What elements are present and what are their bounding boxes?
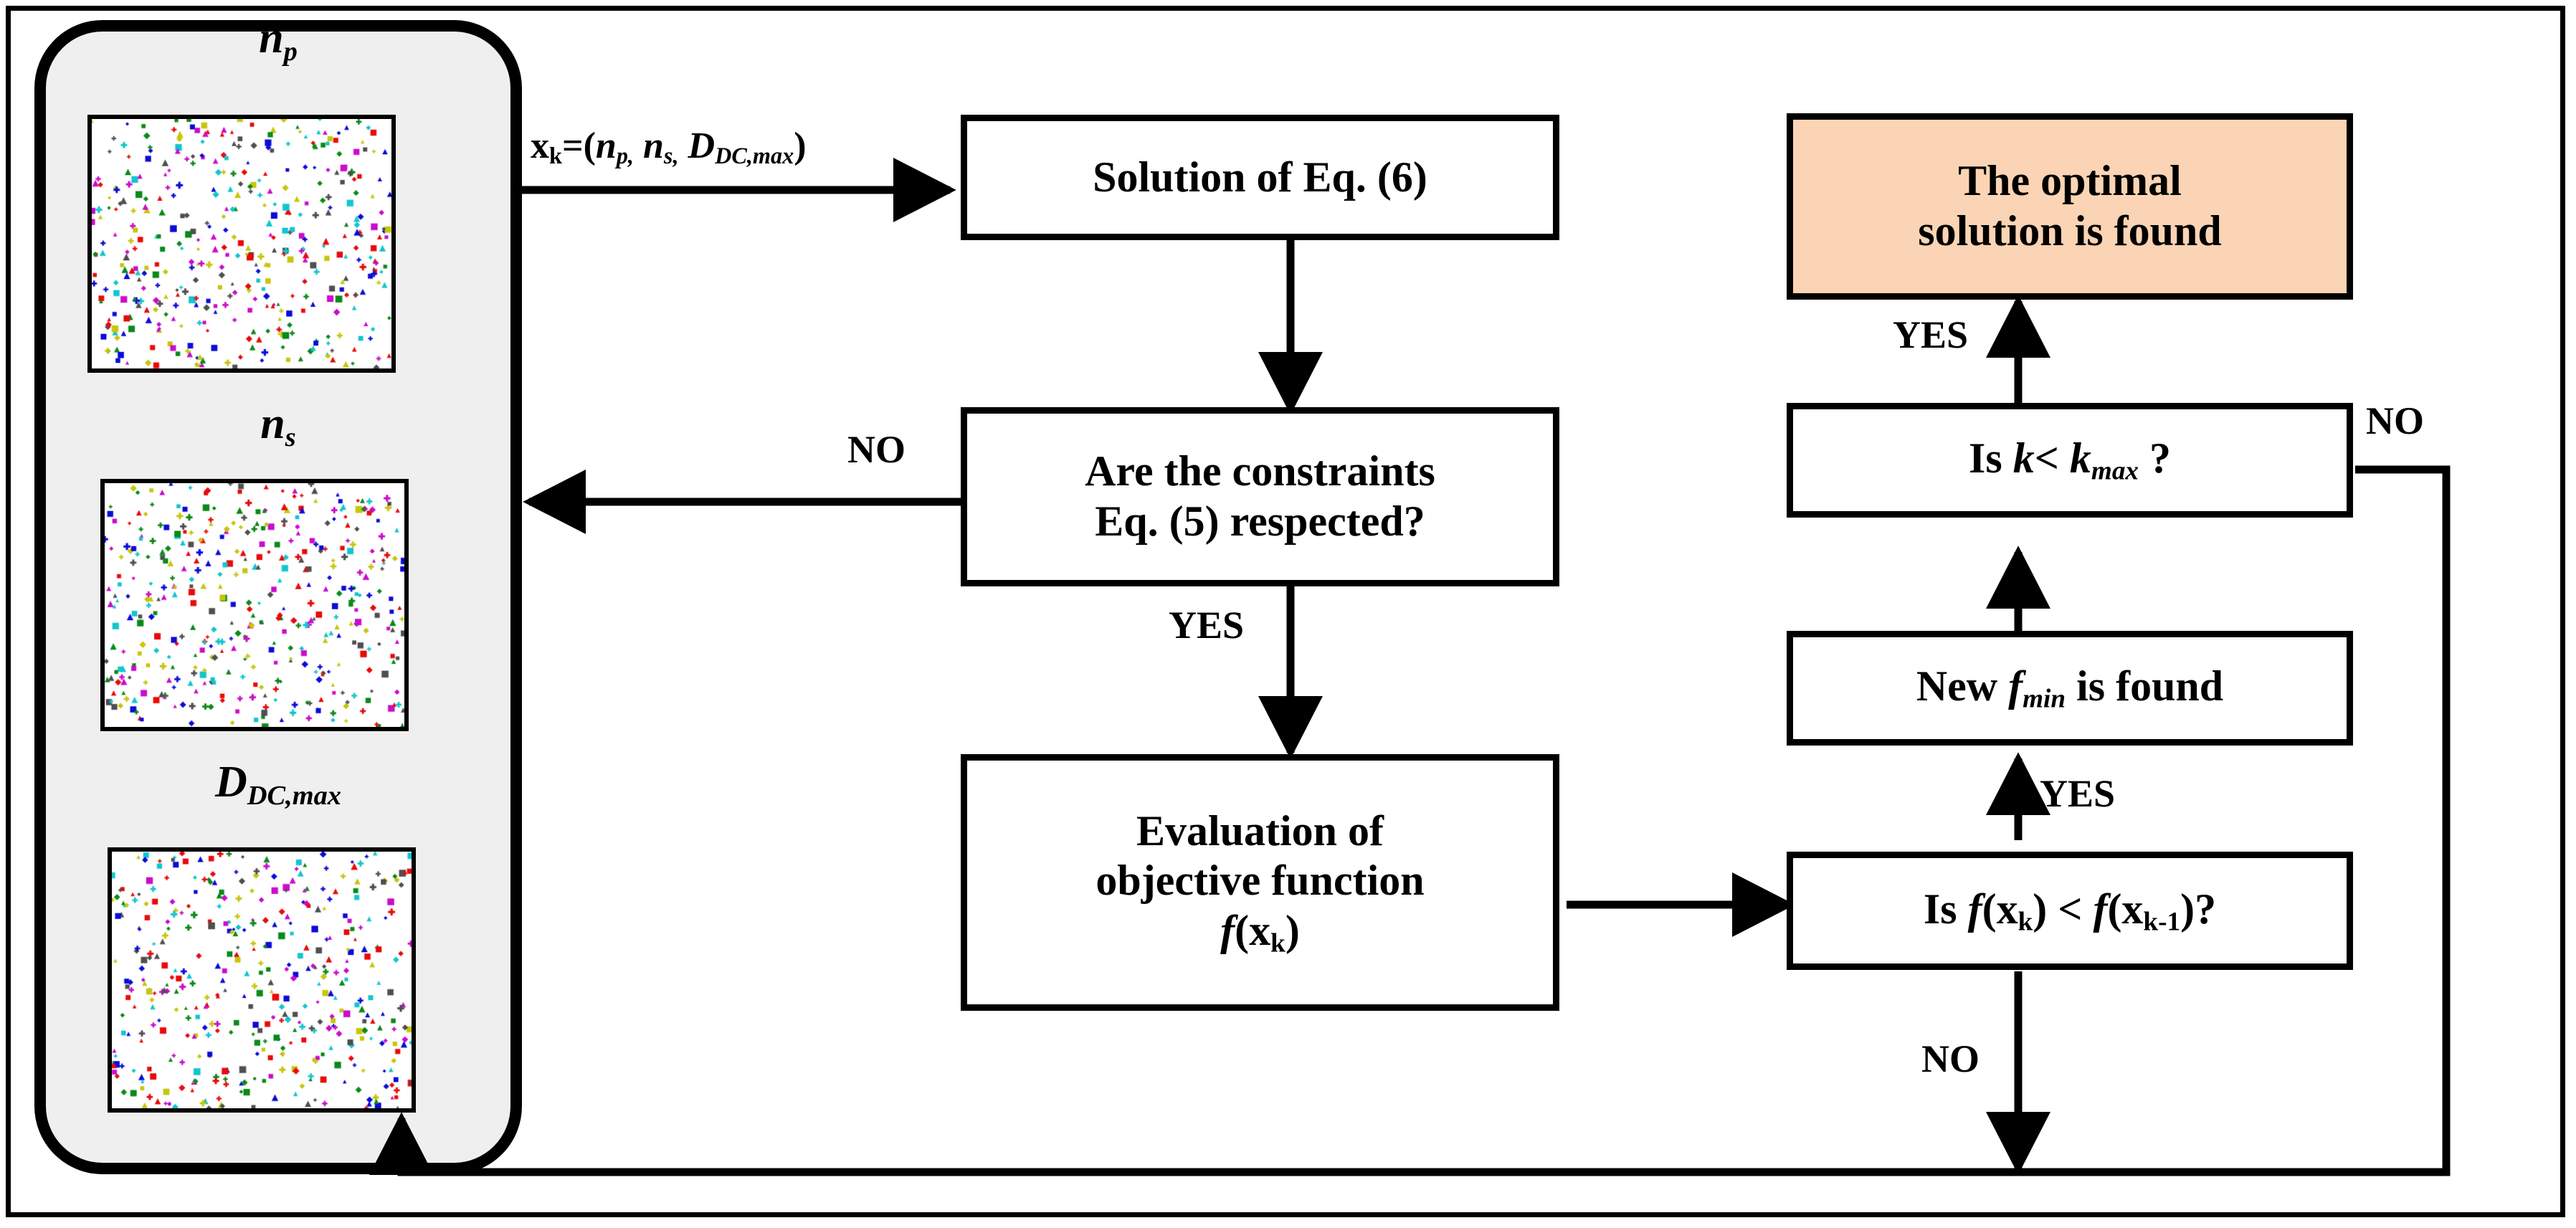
- node-constraints-line2: Eq. (5) respected?: [1095, 498, 1425, 545]
- param-label-ns: ns: [34, 401, 522, 451]
- scatter-ddcmax: [108, 847, 416, 1113]
- node-solution-eq6-label: Solution of Eq. (6): [1093, 153, 1427, 201]
- node-constraints-line1: Are the constraints: [1085, 447, 1435, 495]
- node-constraints[interactable]: Are the constraints Eq. (5) respected?: [961, 407, 1559, 586]
- node-kmax-expression: Is k< kmax ?: [1968, 434, 2172, 486]
- param-symbol-ddcmax: D: [214, 758, 247, 806]
- param-symbol-np: n: [259, 14, 284, 62]
- param-subscript-np: p: [283, 36, 298, 67]
- param-label-np: np: [34, 16, 522, 65]
- edge-label-compare-no: NO: [1921, 1037, 1979, 1080]
- param-subscript-ddcmax: DC,max: [247, 780, 342, 811]
- param-subscript-ns: s: [285, 422, 296, 452]
- node-compare-expression: Is f(xk) < f(xk-1)?: [1923, 885, 2217, 937]
- node-optimal-line1: The optimal: [1958, 157, 2182, 205]
- edge-label-constraints-no: NO: [847, 428, 906, 471]
- scatter-ns: [100, 479, 409, 731]
- node-optimal-solution[interactable]: The optimal solution is found: [1787, 113, 2353, 300]
- node-newfmin-expression: New fmin is found: [1916, 662, 2224, 714]
- param-symbol-ns: n: [260, 399, 285, 448]
- node-evaluation[interactable]: Evaluation of objective function f(xk): [961, 754, 1559, 1011]
- node-evaluation-function: f(xk): [1220, 906, 1300, 958]
- node-new-fmin[interactable]: New fmin is found: [1787, 631, 2353, 746]
- node-evaluation-line2: objective function: [1095, 857, 1425, 905]
- param-label-ddcmax: DDC,max: [34, 760, 522, 809]
- scatter-np: [87, 115, 396, 373]
- node-solution-eq6[interactable]: Solution of Eq. (6): [961, 115, 1559, 240]
- node-is-k-less-kmax[interactable]: Is k< kmax ?: [1787, 403, 2353, 518]
- edge-label-constraints-yes: YES: [1169, 604, 1245, 647]
- node-evaluation-line1: Evaluation of: [1136, 806, 1384, 855]
- edge-label-kmax-yes: YES: [1893, 313, 1969, 356]
- edge-label-compare-yes: YES: [2040, 772, 2116, 815]
- node-compare-objective[interactable]: Is f(xk) < f(xk-1)?: [1787, 852, 2353, 970]
- node-optimal-line2: solution is found: [1918, 207, 2222, 254]
- edge-label-xk: xk=(np, ns, DDC,max): [531, 125, 807, 169]
- edge-label-kmax-no: NO: [2366, 399, 2424, 442]
